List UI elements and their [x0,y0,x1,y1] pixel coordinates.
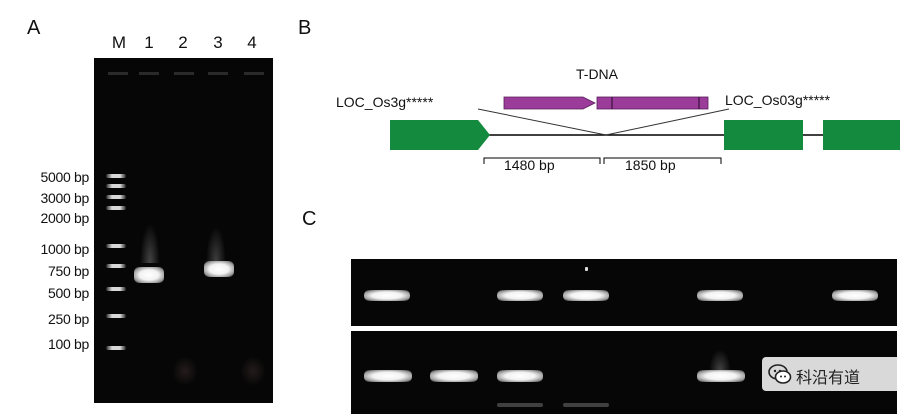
wechat-icon [768,364,792,384]
gel-haze [240,356,266,386]
ladder-label-2000: 2000 bp [40,210,89,226]
ladder-label-1000: 1000 bp [40,241,89,257]
ladder-label-750: 750 bp [47,263,89,279]
ladder-band [106,184,126,188]
gel-haze [172,356,198,386]
gel-band [697,290,743,301]
bracket-right [603,157,722,164]
lane-label-marker: M [111,33,127,52]
gel-image-c-top [351,259,897,326]
exon-left [390,120,490,150]
gel-band-lane1 [134,267,164,283]
lane-label-4: 4 [247,33,257,52]
gel-speck [585,267,588,271]
right-product-size: 1850 bp [625,157,676,173]
gel-well [174,72,194,75]
gel-band-lane3 [204,261,234,277]
ladder-band [106,206,126,210]
gel-smear [140,223,160,263]
tdna-box-segment [596,96,709,110]
tdna-label: T-DNA [576,66,618,82]
ladder-label-5000: 5000 bp [40,169,89,185]
panel-a-letter: A [27,17,41,39]
ladder-band [106,264,126,268]
insertion-line-left [477,108,607,136]
left-product-size: 1480 bp [504,157,555,173]
gel-well [244,72,264,75]
lane-label-3: 3 [213,33,223,52]
gel-band [697,370,745,382]
gel-smear [206,226,226,262]
ladder-band [106,346,126,350]
ladder-band [106,244,126,248]
watermark: 科沿有道 [762,357,912,391]
gel-faint-band [563,403,609,407]
gel-well [208,72,228,75]
gel-band [563,290,609,301]
lane-label-1: 1 [144,33,154,52]
gel-band [364,370,412,382]
panel-c-letter: C [302,208,317,230]
tdna-arrow-segment [503,96,596,110]
gel-well [139,72,159,75]
ladder-band [106,174,126,178]
ladder-label-250: 250 bp [47,311,89,327]
left-gene-label: LOC_Os3g***** [336,94,434,110]
exon-middle [724,120,803,150]
ladder-band [106,195,126,199]
watermark-text: 科沿有道 [796,370,861,387]
ladder-label-500: 500 bp [47,285,89,301]
lane-label-2: 2 [178,33,188,52]
bracket-left [483,157,601,164]
ladder-band [106,287,126,291]
gel-faint-band [497,403,543,407]
gel-band [497,290,543,301]
ladder-label-100: 100 bp [47,336,89,352]
gel-band [364,290,410,301]
ladder-label-3000: 3000 bp [40,190,89,206]
gel-well [108,72,128,75]
gel-image-a [94,58,273,403]
gel-smear [709,349,731,371]
gel-band [497,370,543,382]
insertion-line-right [605,108,730,136]
exon-right [823,120,900,150]
panel-b-letter: B [298,17,312,39]
gel-band [832,290,878,301]
ladder-band [106,314,126,318]
gel-band [430,370,478,382]
right-gene-label: LOC_Os03g***** [725,92,831,108]
